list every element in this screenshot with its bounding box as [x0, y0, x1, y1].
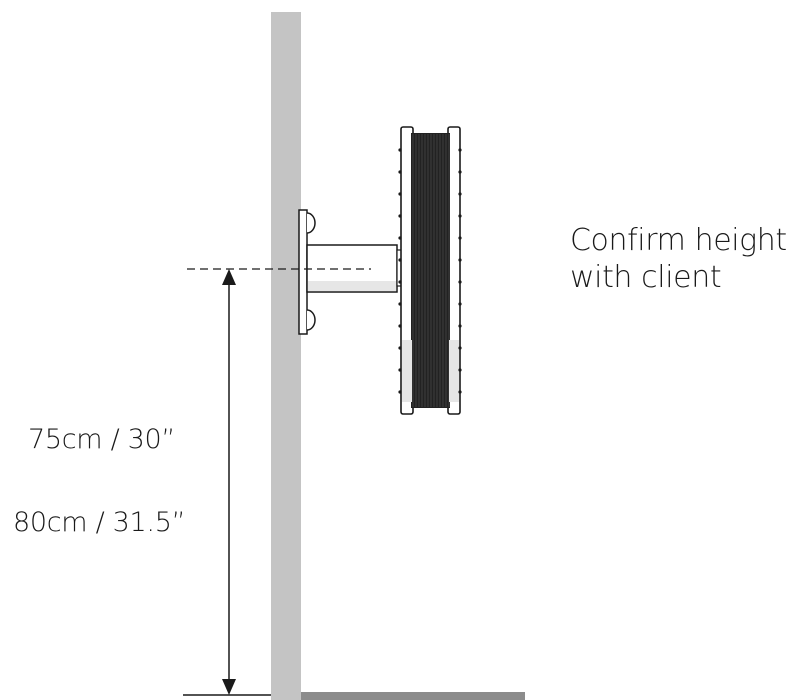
- height-label-primary: 75cm / 30”: [28, 424, 176, 455]
- note-line-2: with client: [570, 260, 722, 295]
- wall-bracket: [298, 209, 404, 335]
- note-line-1: Confirm height: [570, 223, 787, 258]
- dimension-arrow: [222, 269, 236, 695]
- wall: [271, 12, 301, 700]
- mesh-pattern: [412, 134, 450, 407]
- height-label-secondary: 80cm / 31.5”: [13, 507, 186, 538]
- arrow-head-top: [222, 269, 236, 285]
- rim-fasteners: [398, 148, 462, 394]
- confirm-height-note: Confirm height with client: [570, 222, 787, 296]
- floor: [301, 692, 525, 700]
- arrow-head-bottom: [222, 679, 236, 695]
- target-device: [398, 126, 462, 415]
